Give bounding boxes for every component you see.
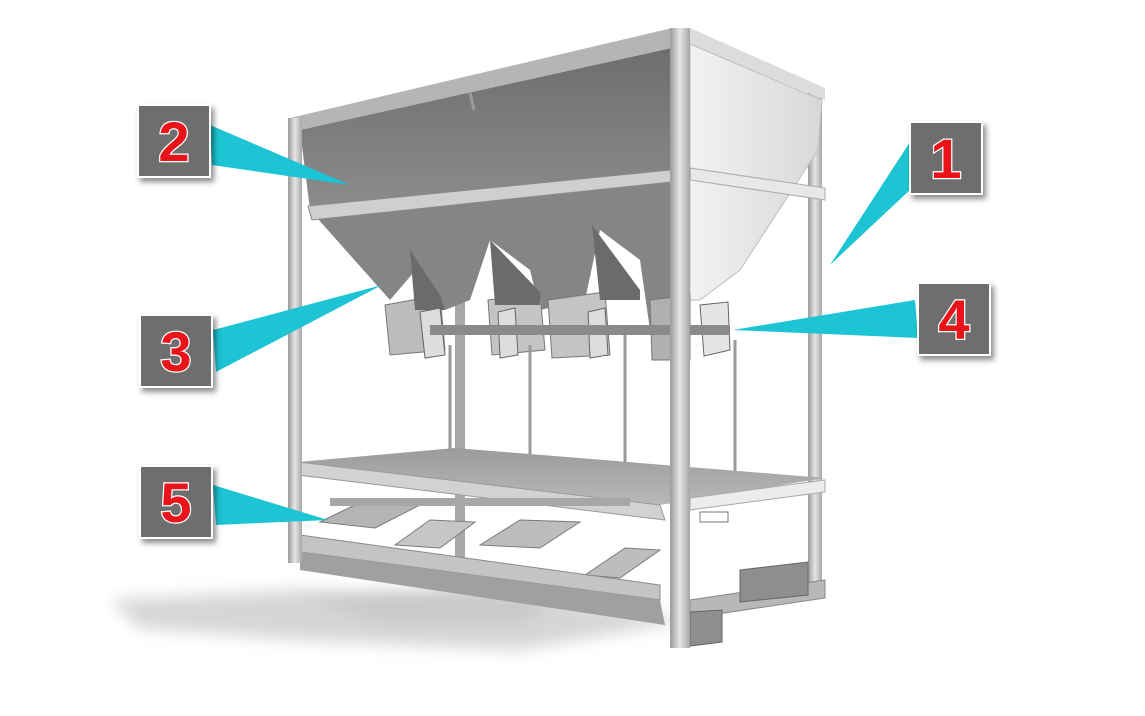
callout-pointers (210, 125, 918, 525)
control-rods (448, 335, 737, 485)
pointer-4 (733, 300, 918, 338)
base-front-rail-shadow (300, 552, 665, 625)
callout-4: 4 (917, 282, 991, 356)
discharge-chutes (318, 498, 662, 579)
outlet-spouts (384, 225, 731, 361)
callout-2: 2 (137, 104, 211, 178)
frame-top-front-beam (290, 28, 690, 130)
callout-label-5: 5 (160, 471, 191, 534)
callout-label-2: 2 (158, 110, 189, 173)
callout-5: 5 (139, 465, 213, 539)
pointer-3 (213, 285, 382, 372)
frame-post-front-left (288, 118, 302, 563)
frame-top-side-beam (690, 28, 825, 100)
base-channel-end (689, 609, 723, 647)
frame-post-middle (455, 300, 465, 575)
frame-post-back-right (808, 92, 822, 592)
hopper-front-lower (310, 180, 690, 330)
pointer-2 (210, 125, 350, 185)
shelf-top (298, 448, 825, 505)
callout-3: 3 (139, 314, 213, 388)
callout-label-4: 4 (938, 288, 969, 351)
callout-label-3: 3 (160, 320, 191, 383)
shelf-nameplate (699, 511, 729, 523)
hopper-front-upper (300, 44, 690, 210)
callout-label-1: 1 (930, 127, 961, 190)
frame-post-front-right (670, 28, 690, 648)
pointer-1 (830, 142, 912, 265)
machine (288, 28, 826, 648)
pointer-5 (213, 485, 328, 525)
callout-1: 1 (909, 121, 983, 195)
